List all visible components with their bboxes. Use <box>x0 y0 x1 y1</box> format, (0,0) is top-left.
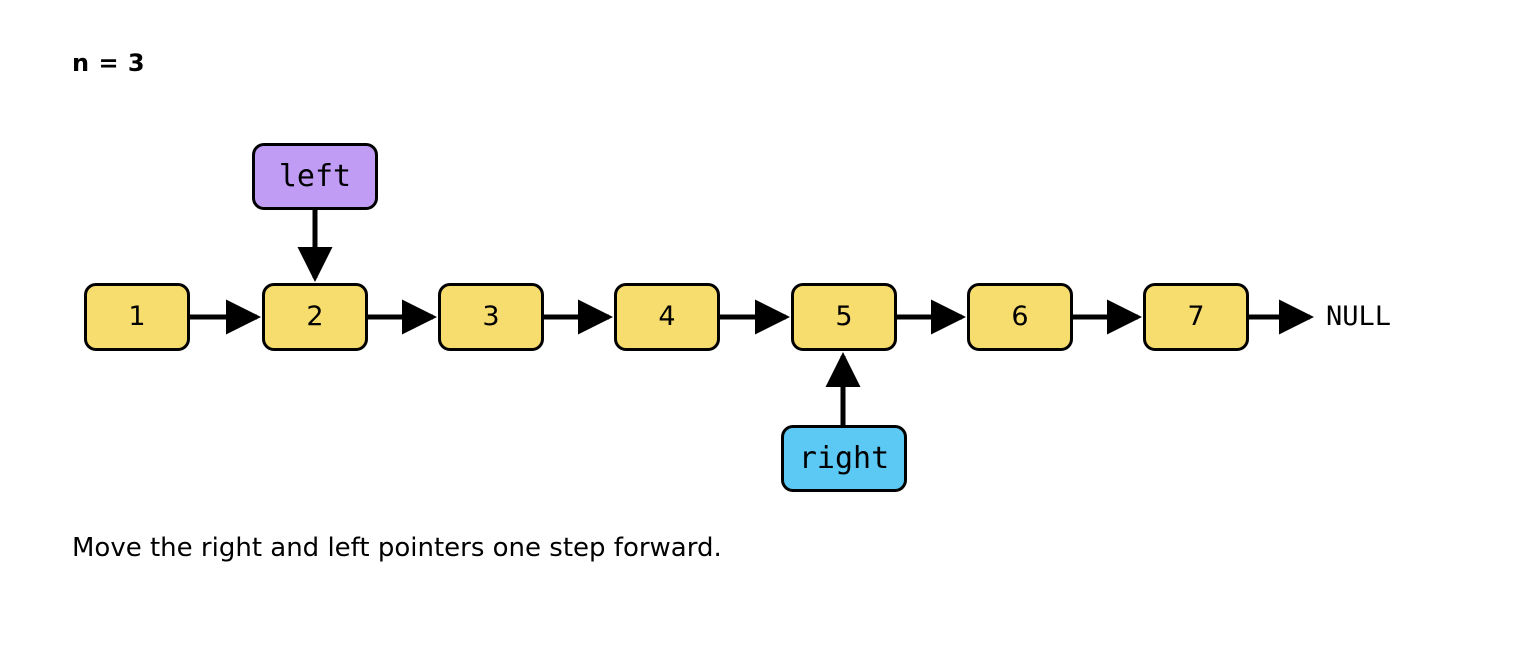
node-value: 3 <box>482 300 500 332</box>
null-terminal-label: NULL <box>1326 301 1392 332</box>
list-node[interactable]: 1 <box>84 283 190 351</box>
list-node[interactable]: 6 <box>967 283 1073 351</box>
node-value: 7 <box>1187 300 1205 332</box>
list-node[interactable]: 4 <box>614 283 720 351</box>
node-value: 4 <box>658 300 676 332</box>
list-node[interactable]: 3 <box>438 283 544 351</box>
list-node[interactable]: 2 <box>262 283 368 351</box>
node-value: 6 <box>1011 300 1029 332</box>
diagram-title: n = 3 <box>72 49 146 77</box>
list-node[interactable]: 7 <box>1143 283 1249 351</box>
pointer-label-right[interactable]: right <box>781 425 907 492</box>
node-value: 5 <box>835 300 853 332</box>
list-node[interactable]: 5 <box>791 283 897 351</box>
node-value: 2 <box>306 300 324 332</box>
pointer-label-left[interactable]: left <box>252 143 378 210</box>
diagram-caption: Move the right and left pointers one ste… <box>72 533 722 563</box>
node-value: 1 <box>128 300 146 332</box>
